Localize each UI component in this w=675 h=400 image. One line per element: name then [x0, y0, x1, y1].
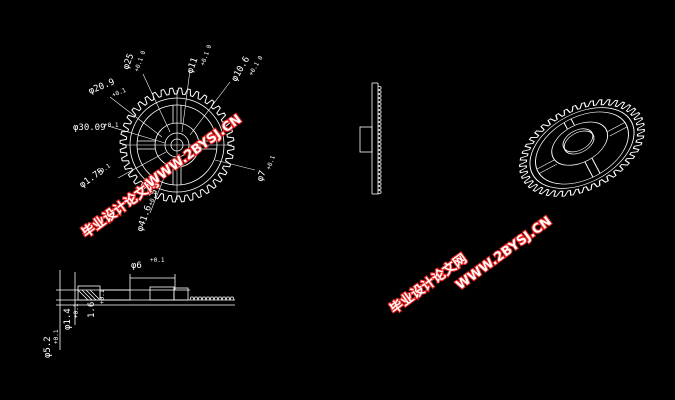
gear-left-spokes — [137, 105, 217, 185]
gear-right-teeth — [519, 99, 645, 197]
dim-label: φ5.2 — [43, 336, 53, 358]
gear-side-view — [359, 82, 382, 195]
dim-tolerance: +0.1 0 — [199, 44, 213, 67]
dim-label: φ11 — [185, 56, 200, 75]
dim-label: φ6 — [131, 261, 142, 271]
dim-label: φ7 — [255, 169, 268, 183]
gear-front-view: φ25 +0.1 0 φ11 +0.1 0 φ10.6 +0.1 0 φ20.9… — [73, 44, 277, 233]
dim-label: φ10.6 — [230, 55, 252, 83]
dim-tolerance: +0.1 — [147, 190, 159, 206]
watermark-url-text: WWW.2BYSJ.CN — [144, 112, 245, 191]
dim-tolerance: +0.1 — [53, 329, 60, 344]
dim-label: φ41.6 — [135, 204, 154, 233]
gear-section-view — [56, 270, 235, 350]
gear-left-leaders — [107, 69, 256, 214]
dim-tolerance: +0.1 0 — [248, 54, 265, 77]
dim-tolerance: +0.1 — [104, 122, 119, 129]
watermark-right: 毕业设计论文网 WWW.2BYSJ.CN — [386, 213, 556, 318]
dim-label: φ30.09 — [73, 123, 106, 133]
dim-tolerance: +0.1 — [73, 303, 80, 318]
side-view-teeth — [377, 85, 382, 195]
section-rack-teeth — [189, 296, 235, 301]
dim-tolerance: +0.1 — [99, 289, 106, 304]
gear-isometric-view — [519, 99, 645, 197]
watermark-url-text: WWW.2BYSJ.CN — [454, 214, 555, 293]
dim-tolerance: +0.1 — [150, 257, 165, 264]
dim-label: 1.6 — [87, 302, 97, 318]
dim-label: φ1.4 — [63, 308, 73, 330]
dim-tolerance: +0.1 — [265, 154, 277, 170]
dim-tolerance: +0.1 0 — [133, 50, 147, 73]
dim-tolerance: +0.1 — [111, 87, 127, 99]
